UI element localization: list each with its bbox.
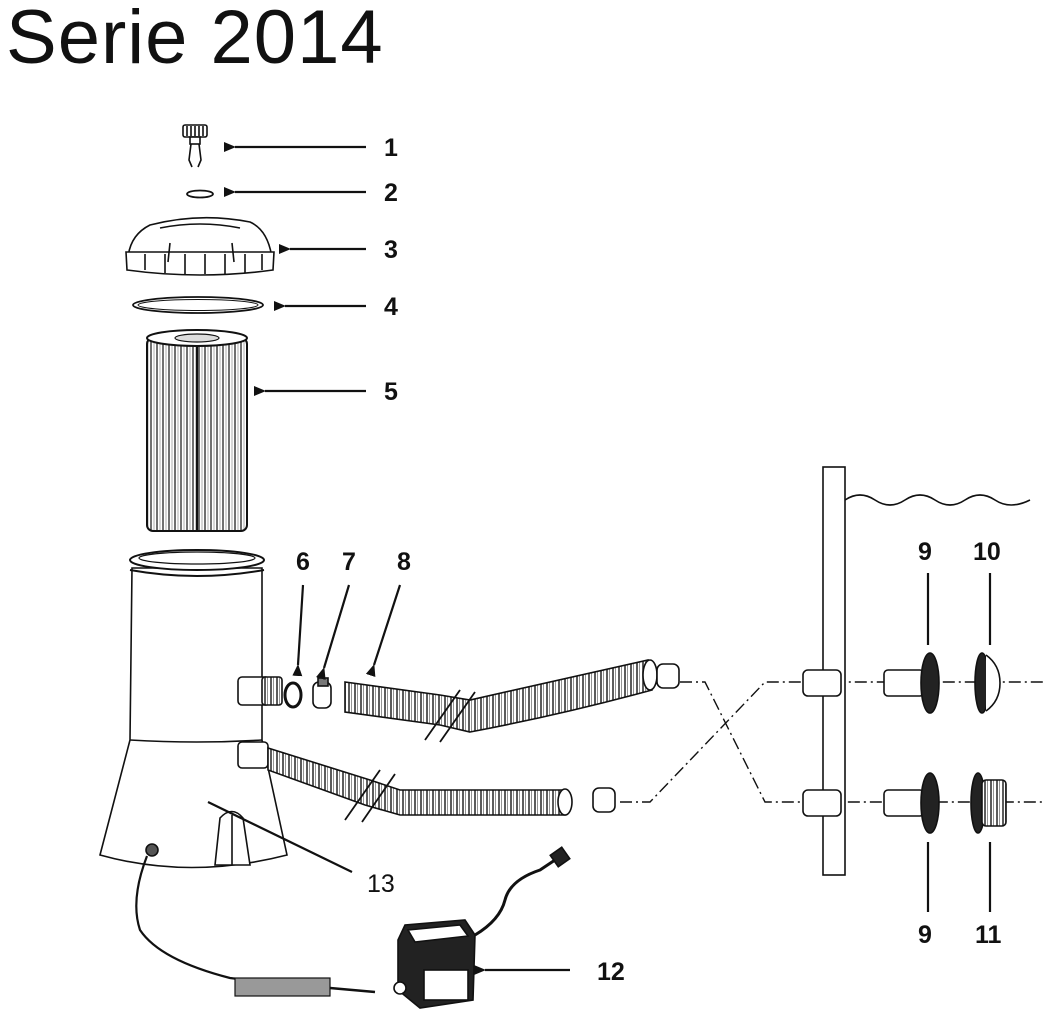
diagram-title: Serie 2014 (6, 0, 384, 80)
hose-clamp-icon (312, 677, 332, 709)
part-label-10: 10 (973, 538, 1001, 566)
part-label-4: 4 (384, 293, 398, 321)
part-label-8: 8 (397, 548, 411, 576)
strainer-grid-icon (974, 652, 1001, 714)
hose-icon (267, 659, 680, 823)
strainer-connector-icon (883, 652, 940, 834)
leader-arrows (207, 142, 992, 975)
part-label-5: 5 (384, 378, 398, 406)
o-ring-large-icon (132, 296, 264, 314)
valve-cap-icon (182, 124, 208, 168)
part-label-13: 13 (367, 870, 395, 898)
part-label-1: 1 (384, 134, 398, 162)
part-label-2: 2 (384, 179, 398, 207)
part-label-3: 3 (384, 236, 398, 264)
pump-housing-icon (99, 549, 288, 869)
transformer-icon (393, 846, 571, 1009)
part-label-9-bottom: 9 (918, 921, 932, 949)
part-label-7: 7 (342, 548, 356, 576)
plunger-plug-icon (970, 772, 1007, 834)
pool-wall-icon (802, 466, 1031, 876)
part-label-9-top: 9 (918, 538, 932, 566)
part-label-11: 11 (975, 921, 1002, 949)
filter-cartridge-icon (146, 329, 248, 532)
part-label-12: 12 (597, 958, 625, 986)
gasket-icon (283, 681, 303, 709)
power-cord-icon (135, 855, 376, 997)
o-ring-small-icon (186, 189, 214, 199)
part-label-6: 6 (296, 548, 310, 576)
lid-cap-icon (125, 216, 275, 276)
